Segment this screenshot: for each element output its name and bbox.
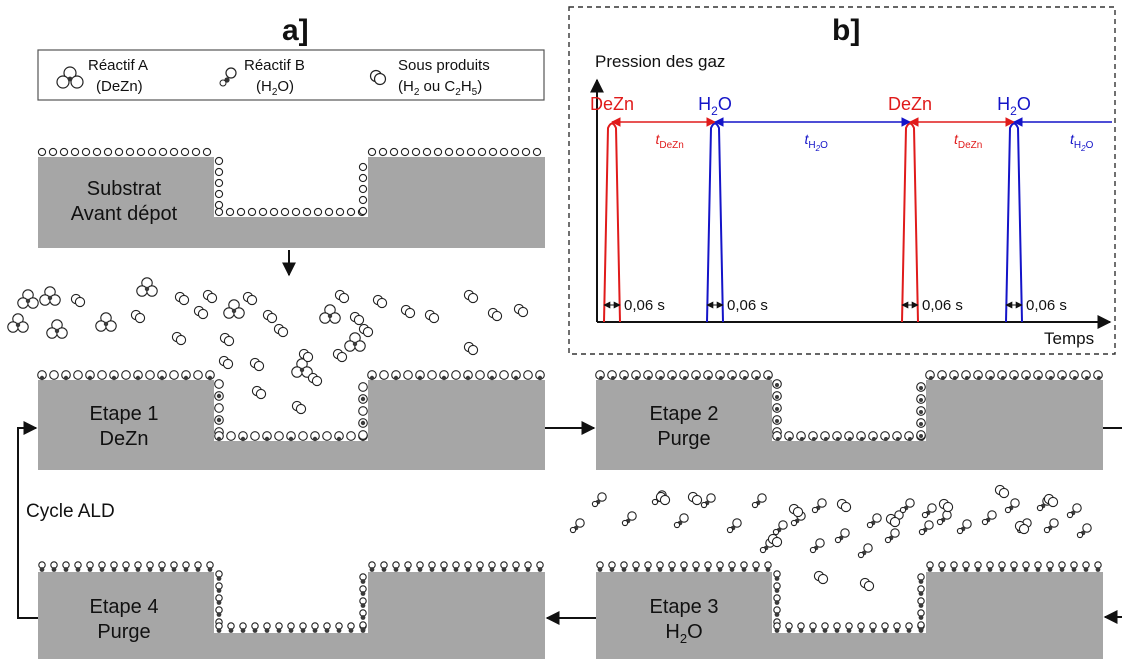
pulse-width-label: 0,06 s	[922, 297, 963, 314]
gas-molecules-h2o-step	[569, 484, 1092, 592]
step4-label-line1: Etape 4	[90, 596, 159, 618]
process-flow-arrows	[17, 250, 1122, 625]
pulse-h2o	[1005, 122, 1023, 323]
pulse-width-label: 0,06 s	[727, 297, 768, 314]
substrate-step4	[38, 572, 545, 659]
pulse-label-h2o: H2O	[698, 94, 732, 118]
reactant-a-formula: (DeZn)	[96, 78, 143, 95]
interval-dezn-1-label: tDeZn	[656, 131, 684, 151]
reactant-a-name: Réactif A	[88, 57, 148, 74]
panel-a-title: a]	[282, 14, 309, 47]
panel-b-title: b]	[832, 14, 860, 47]
step3-label-line1: Etape 3	[650, 596, 719, 618]
surface-layer-step4	[38, 561, 544, 633]
legend: Réactif A (DeZn) Réactif B (H2O) Sous pr…	[37, 49, 545, 101]
substrate-before-deposition	[38, 157, 545, 248]
interval-h2o-2-label: tH2O	[1070, 131, 1094, 153]
pulse-label-dezn: DeZn	[590, 94, 634, 114]
substrate-label-line1: Substrat	[87, 178, 162, 200]
x-axis-label: Temps	[1044, 329, 1094, 348]
pulse-label-dezn: DeZn	[888, 94, 932, 114]
pulse-width-label: 0,06 s	[1026, 297, 1067, 314]
substrate-step3	[596, 572, 1103, 659]
reactant-b-name: Réactif B	[244, 57, 305, 74]
step2-label-line2: Purge	[657, 428, 710, 450]
pulse-dezn	[603, 122, 621, 323]
interval-dezn-2-label: tDeZn	[954, 131, 982, 151]
pulse-label-h2o: H2O	[997, 94, 1031, 118]
step4-label-line2: Purge	[97, 621, 150, 643]
gas-molecules-dezn-step	[7, 277, 529, 415]
byproducts-formula: (H2 ou C2H5)	[398, 78, 482, 98]
substrate-label-line2: Avant dépot	[71, 203, 178, 225]
substrate-step1	[38, 380, 545, 470]
byproducts-name: Sous produits	[398, 57, 490, 74]
step1-label-line2: DeZn	[100, 428, 149, 450]
pulse-width-label: 0,06 s	[624, 297, 665, 314]
reactant-b-formula: (H2O)	[256, 78, 294, 98]
pulse-h2o	[706, 122, 724, 323]
substrate-step2	[596, 380, 1103, 470]
cycle-ald-label: Cycle ALD	[26, 501, 115, 522]
surface-layer-initial	[37, 147, 542, 217]
byproduct-icon	[369, 69, 387, 86]
step3-label-line2: H2O	[665, 621, 702, 646]
surface-layer-step3	[596, 561, 1102, 633]
surface-layer-step2	[595, 370, 1103, 441]
arrow-cycle-return	[17, 421, 38, 619]
surface-layer-step1	[37, 370, 545, 442]
interval-h2o-1-label: tH2O	[805, 131, 829, 153]
y-axis-label: Pression des gaz	[595, 52, 725, 71]
reactant-a-icon	[56, 66, 84, 89]
step2-label-line1: Etape 2	[650, 403, 719, 425]
pulse-dezn	[901, 122, 919, 323]
reactant-b-icon	[219, 67, 237, 87]
step1-label-line1: Etape 1	[90, 403, 159, 425]
panel-b-frame	[568, 6, 1116, 355]
